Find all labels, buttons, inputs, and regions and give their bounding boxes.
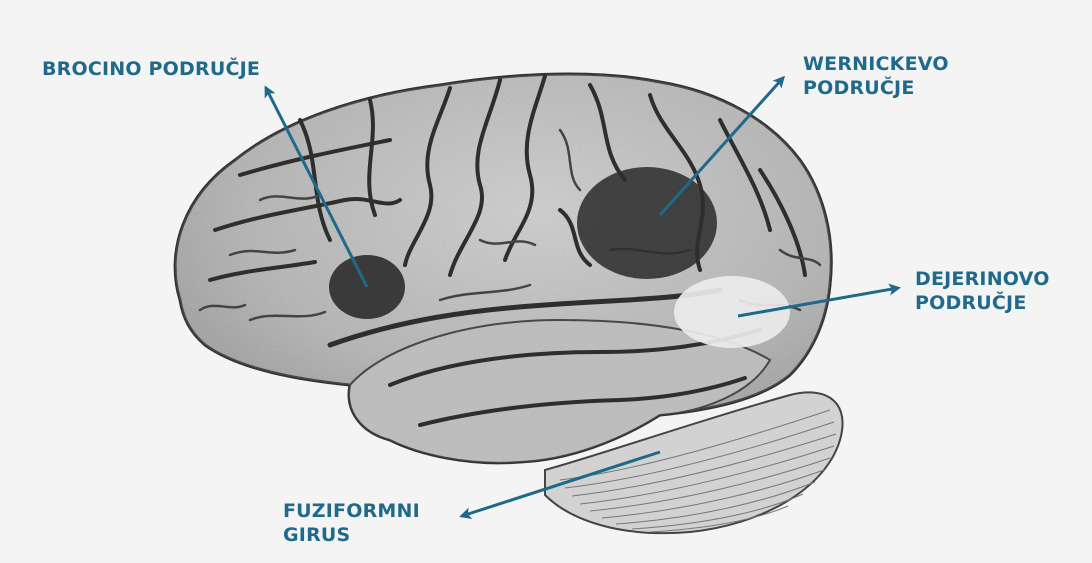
dejerine-label-line1: DEJERINOVO — [915, 267, 1050, 291]
dejerine-label: DEJERINOVO PODRUČJE — [915, 267, 1050, 315]
broca-label-line1: BROCINO PODRUČJE — [42, 57, 260, 81]
wernicke-label: WERNICKEVO PODRUČJE — [803, 52, 949, 100]
fusiform-label-line2: GIRUS — [283, 523, 420, 547]
wernicke-region — [577, 167, 717, 279]
broca-label: BROCINO PODRUČJE — [42, 57, 260, 81]
wernicke-label-line2: PODRUČJE — [803, 76, 949, 100]
dejerine-region — [674, 276, 790, 348]
fusiform-label-line1: FUZIFORMNI — [283, 499, 420, 523]
wernicke-label-line1: WERNICKEVO — [803, 52, 949, 76]
dejerine-label-line2: PODRUČJE — [915, 291, 1050, 315]
fusiform-label: FUZIFORMNI GIRUS — [283, 499, 420, 547]
